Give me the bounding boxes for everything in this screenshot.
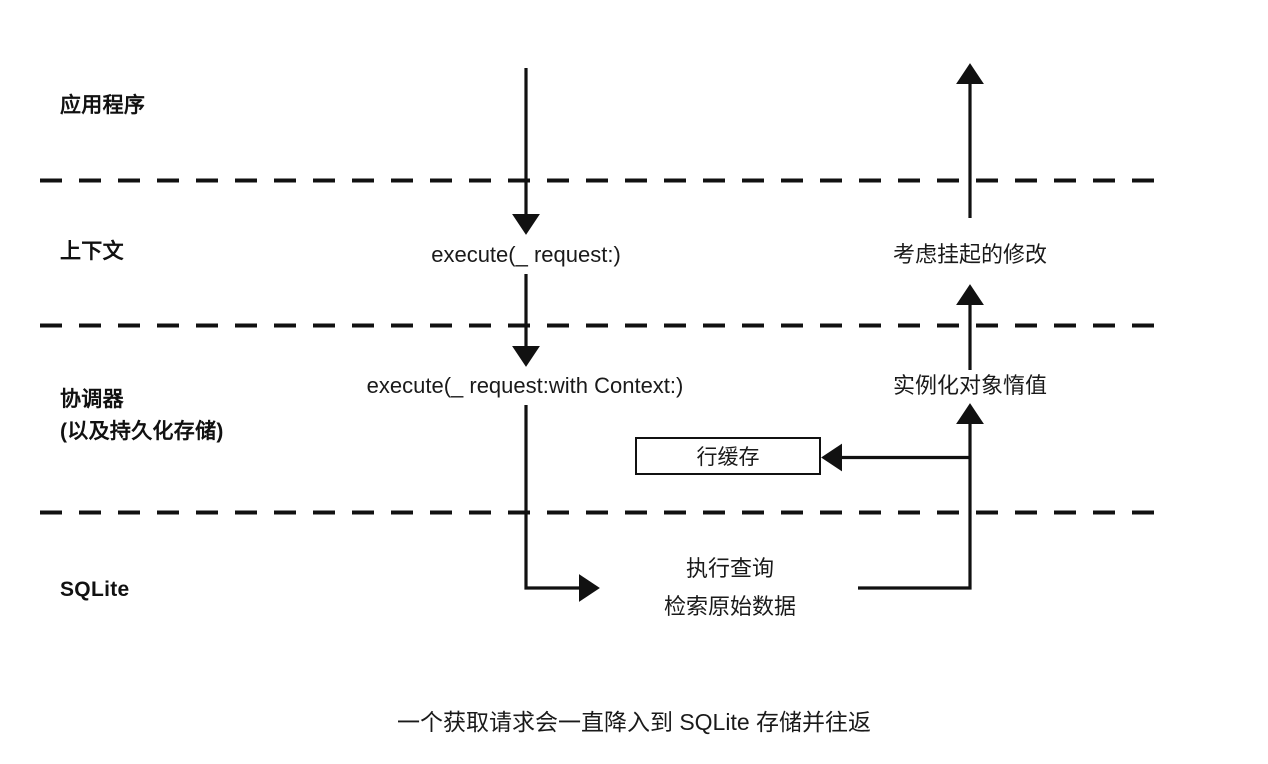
lane-label-context: 上下文 [60, 240, 124, 263]
row-cache-box: 行缓存 [635, 437, 821, 475]
row-cache-label: 行缓存 [696, 446, 760, 469]
flow-label-execute-request: execute(_ request:) [431, 242, 621, 267]
lane-label-coordinator-line2: (以及持久化存储) [60, 420, 224, 443]
flow-label-execute-query: 执行查询 [685, 556, 774, 581]
arrow-sqlite-to-coordinator [858, 403, 985, 590]
flow-label-execute-request-with-context: execute(_ request:with Context:) [366, 373, 684, 398]
lane-label-sqlite: SQLite [60, 578, 130, 601]
diagram-caption: 一个获取请求会一直降入到 SQLite 存储并往返 [396, 709, 872, 735]
lane-label-coordinator-line1: 协调器 [60, 388, 124, 411]
flow-label-retrieve-raw-data: 检索原始数据 [663, 594, 796, 619]
arrow-coordinator-to-sqlite [524, 405, 600, 603]
flow-label-consider-pending-changes: 考虑挂起的修改 [892, 242, 1047, 267]
flow-label-instantiate-object-faults: 实例化对象惰值 [892, 373, 1047, 398]
lane-label-application: 应用程序 [60, 94, 146, 117]
